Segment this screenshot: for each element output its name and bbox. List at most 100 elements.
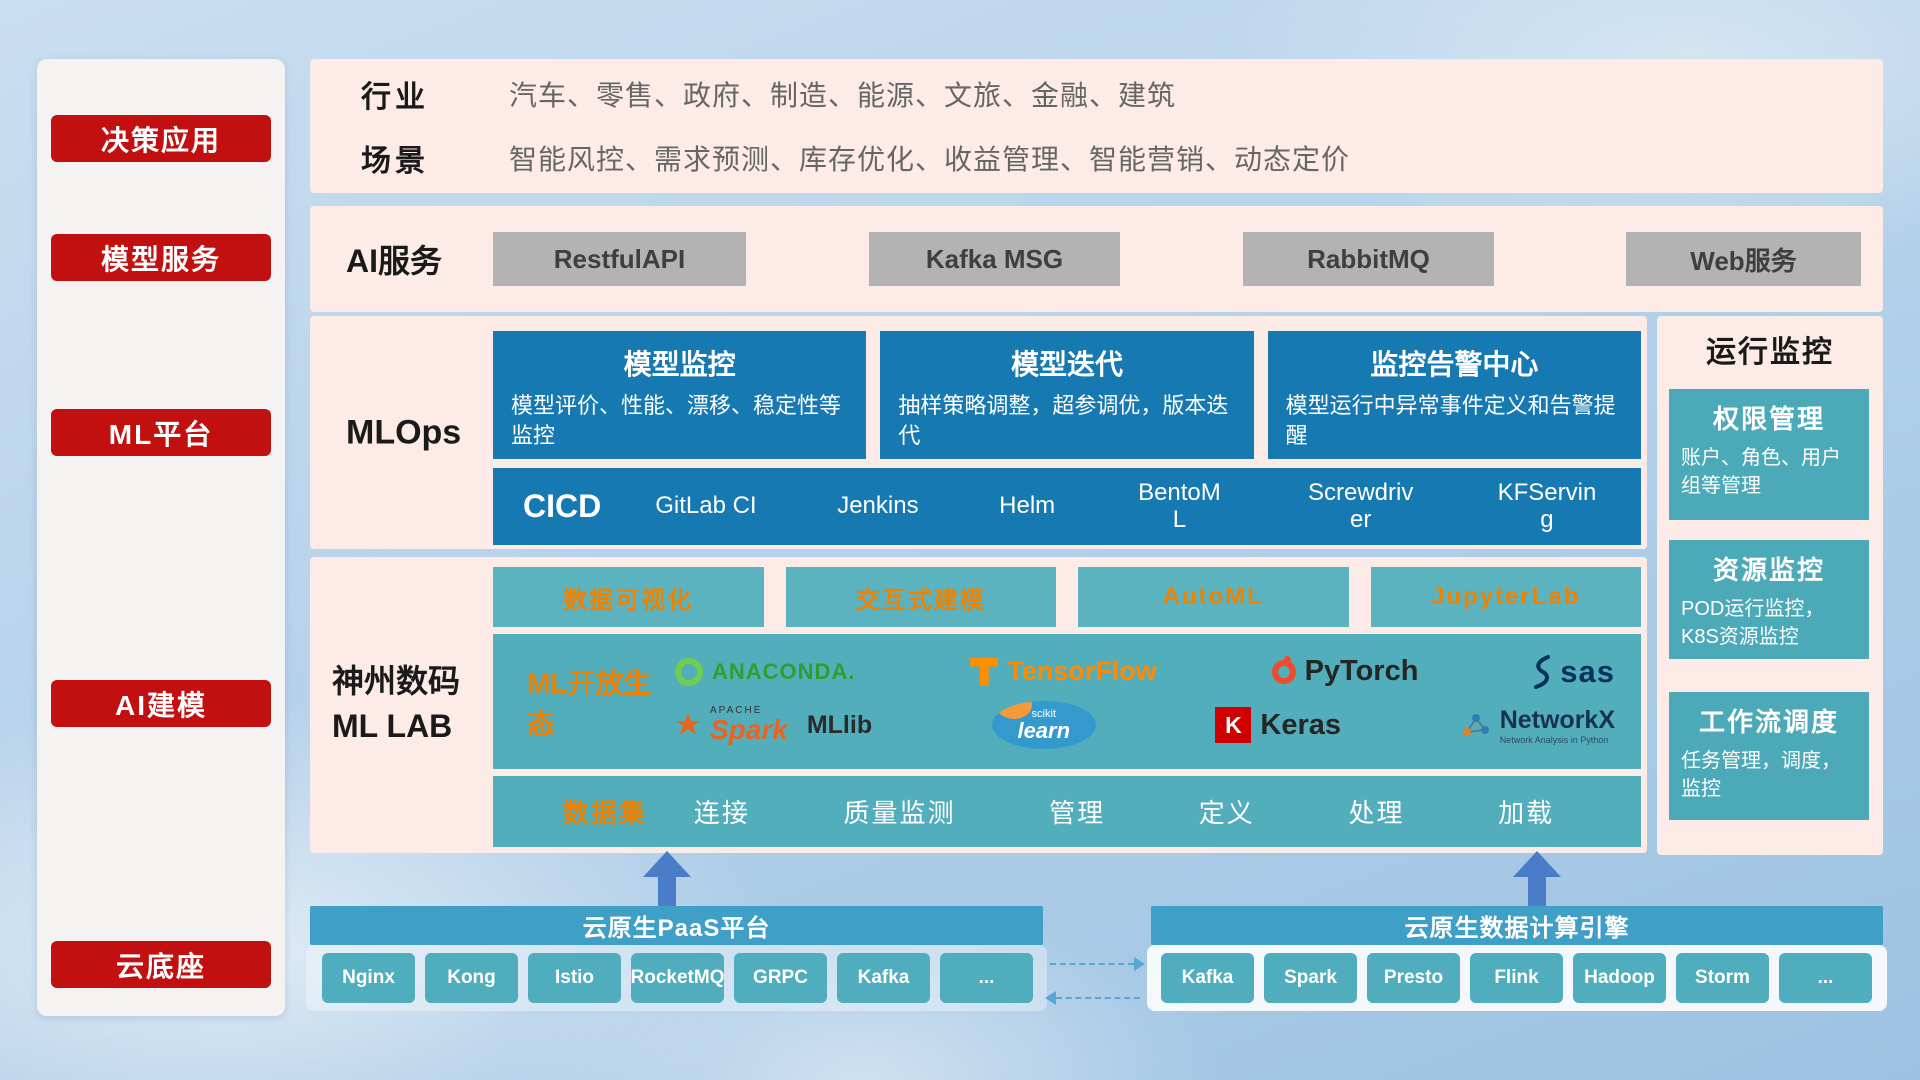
ecosystem-row-1: ANACONDA. TensorFlow PyTorch sas xyxy=(675,654,1615,690)
spark-mllib-logo: APACHE Spark MLlib xyxy=(675,706,872,744)
mlops-band: MLOps 模型监控 模型评价、性能、漂移、稳定性等监控 模型迭代 抽样策略调整… xyxy=(310,316,1647,549)
industry-band: 行业 汽车、零售、政府、制造、能源、文旅、金融、建筑 场景 智能风控、需求预测、… xyxy=(310,59,1883,193)
sas-logo: sas xyxy=(1533,654,1615,690)
anaconda-logo: ANACONDA. xyxy=(675,657,855,686)
tensorflow-text: TensorFlow xyxy=(1007,656,1157,687)
anaconda-icon xyxy=(675,657,703,686)
engine-chip-kafka: Kafka xyxy=(1161,953,1254,1003)
ecosystem-logos: ANACONDA. TensorFlow PyTorch sas xyxy=(669,634,1641,769)
cicd-item-bentoml: BentoML xyxy=(1138,479,1221,533)
mllib-text: MLlib xyxy=(806,710,873,739)
networkx-text: NetworkX xyxy=(1499,705,1615,734)
scenario-row: 场景 智能风控、需求预测、库存优化、收益管理、智能营销、动态定价 xyxy=(361,136,1883,180)
card-title: 模型监控 xyxy=(623,349,736,380)
learn-text: learn xyxy=(1017,717,1071,743)
engine-chips: Kafka Spark Presto Flink Hadoop Storm ..… xyxy=(1161,953,1872,1003)
up-arrow-stem xyxy=(1528,876,1546,907)
dataset-item-connect: 连接 xyxy=(693,798,750,828)
scikit-learn-logo: scikit learn xyxy=(991,701,1096,750)
paas-chip-grpc: GRPC xyxy=(734,953,827,1003)
scenario-list: 智能风控、需求预测、库存优化、收益管理、智能营销、动态定价 xyxy=(509,144,1351,175)
runtime-monitor-panel: 运行监控 权限管理 账户、角色、用户组等管理 资源监控 POD运行监控，K8S资… xyxy=(1657,316,1883,855)
cicd-title: CICD xyxy=(523,488,602,524)
mllab-label-line1: 神州数码 xyxy=(332,663,461,699)
tensorflow-icon xyxy=(970,657,999,686)
card-title: 模型迭代 xyxy=(1010,349,1123,380)
card-title: 权限管理 xyxy=(1712,404,1825,434)
dashed-arrow-right-icon xyxy=(1134,957,1145,971)
keras-icon: K xyxy=(1215,707,1252,744)
paas-chip-kafka: Kafka xyxy=(837,953,930,1003)
ai-service-band: AI服务 RestfulAPI Kafka MSG RabbitMQ Web服务 xyxy=(310,206,1883,312)
engine-bar: 云原生数据计算引擎 xyxy=(1151,906,1883,945)
engine-chip-flink: Flink xyxy=(1470,953,1563,1003)
paas-chip-more: ... xyxy=(940,953,1033,1003)
card-body: 模型评价、性能、漂移、稳定性等监控 xyxy=(511,393,842,448)
ai-service-web: Web服务 xyxy=(1626,232,1861,286)
sidebar-item-cloud-base: 云底座 xyxy=(51,941,271,988)
card-title: 资源监控 xyxy=(1712,555,1825,585)
paas-bar: 云原生PaaS平台 xyxy=(310,906,1043,945)
spark-text: Spark xyxy=(710,714,788,746)
mlops-cards: 模型监控 模型评价、性能、漂移、稳定性等监控 模型迭代 抽样策略调整，超参调优，… xyxy=(493,331,1641,459)
keras-logo: K Keras xyxy=(1215,707,1341,744)
cicd-item-gitlab-ci: GitLab CI xyxy=(655,492,757,520)
engine-chip-storm: Storm xyxy=(1676,953,1769,1003)
mllab-content: 数据可视化 交互式建模 AutoML JupyterLab ML开放生态 ANA… xyxy=(493,567,1641,847)
dataset-list: 连接 质量监测 管理 定义 处理 加载 xyxy=(647,793,1601,830)
dataset-item-quality: 质量监测 xyxy=(843,798,956,828)
tool-jupyterlab: JupyterLab xyxy=(1370,567,1641,627)
ai-service-rabbitmq: RabbitMQ xyxy=(1243,232,1494,286)
ml-ecosystem-panel: ML开放生态 ANACONDA. TensorFlow xyxy=(493,634,1641,769)
dashed-arrow-left-icon xyxy=(1045,991,1056,1005)
mllab-tools-row: 数据可视化 交互式建模 AutoML JupyterLab xyxy=(493,567,1641,627)
card-body: 抽样策略调整，超参调优，版本迭代 xyxy=(898,393,1229,448)
layer-sidebar: 决策应用 模型服务 ML平台 AI建模 云底座 xyxy=(37,59,285,1016)
paas-chip-istio: Istio xyxy=(528,953,621,1003)
networkx-text-block: NetworkX Network Analysis in Python xyxy=(1500,706,1615,745)
pytorch-logo: PyTorch xyxy=(1271,655,1418,688)
card-title: 监控告警中心 xyxy=(1370,349,1539,380)
dataset-item-manage: 管理 xyxy=(1049,798,1106,828)
dashed-connector-line xyxy=(1050,963,1134,965)
ecosystem-row-2: APACHE Spark MLlib scikit learn K Keras xyxy=(675,701,1615,750)
sidebar-item-ai-modeling: AI建模 xyxy=(51,680,271,727)
tool-interactive-modeling: 交互式建模 xyxy=(785,567,1056,627)
tool-data-visualization: 数据可视化 xyxy=(493,567,764,627)
up-arrow-stem xyxy=(658,876,676,907)
ai-service-kafka-msg: Kafka MSG xyxy=(869,232,1120,286)
spark-icon xyxy=(676,713,700,736)
mlops-content: 模型监控 模型评价、性能、漂移、稳定性等监控 模型迭代 抽样策略调整，超参调优，… xyxy=(493,331,1641,545)
sas-text: sas xyxy=(1560,653,1615,689)
cicd-item-screwdriver: Screwdriver xyxy=(1308,479,1414,533)
cicd-item-kfserving: KFServing xyxy=(1497,479,1597,533)
card-body: 模型运行中异常事件定义和告警提醒 xyxy=(1285,393,1616,448)
engine-chip-presto: Presto xyxy=(1367,953,1460,1003)
paas-chip-kong: Kong xyxy=(425,953,518,1003)
card-model-monitoring: 模型监控 模型评价、性能、漂移、稳定性等监控 xyxy=(493,331,867,459)
sidebar-item-model-service: 模型服务 xyxy=(51,234,271,281)
mllab-label-line2: ML LAB xyxy=(332,707,453,744)
up-arrow-icon xyxy=(1513,851,1561,877)
dataset-label: 数据集 xyxy=(563,798,648,828)
cicd-bar: CICD GitLab CI Jenkins Helm BentoML Scre… xyxy=(493,468,1641,545)
spark-text-block: APACHE Spark xyxy=(710,706,788,744)
cicd-item-jenkins: Jenkins xyxy=(837,492,919,520)
ecosystem-label: ML开放生态 xyxy=(527,667,652,739)
card-body: POD运行监控，K8S资源监控 xyxy=(1681,598,1825,648)
card-body: 任务管理，调度，监控 xyxy=(1681,750,1841,800)
dashed-connector-line xyxy=(1056,997,1140,999)
up-arrow-icon xyxy=(643,851,691,877)
ai-service-label: AI服务 xyxy=(346,243,443,279)
industry-list: 汽车、零售、政府、制造、能源、文旅、金融、建筑 xyxy=(509,80,1177,111)
engine-chip-more: ... xyxy=(1779,953,1872,1003)
card-title: 工作流调度 xyxy=(1698,707,1839,737)
mllab-band: 神州数码 ML LAB 数据可视化 交互式建模 AutoML JupyterLa… xyxy=(310,557,1647,853)
paas-chip-rocketmq: RocketMQ xyxy=(631,953,724,1003)
sas-icon xyxy=(1534,654,1551,689)
paas-chip-nginx: Nginx xyxy=(322,953,415,1003)
industry-row: 行业 汽车、零售、政府、制造、能源、文旅、金融、建筑 xyxy=(361,72,1883,116)
industry-label: 行业 xyxy=(361,81,429,114)
card-body: 账户、角色、用户组等管理 xyxy=(1681,447,1841,497)
